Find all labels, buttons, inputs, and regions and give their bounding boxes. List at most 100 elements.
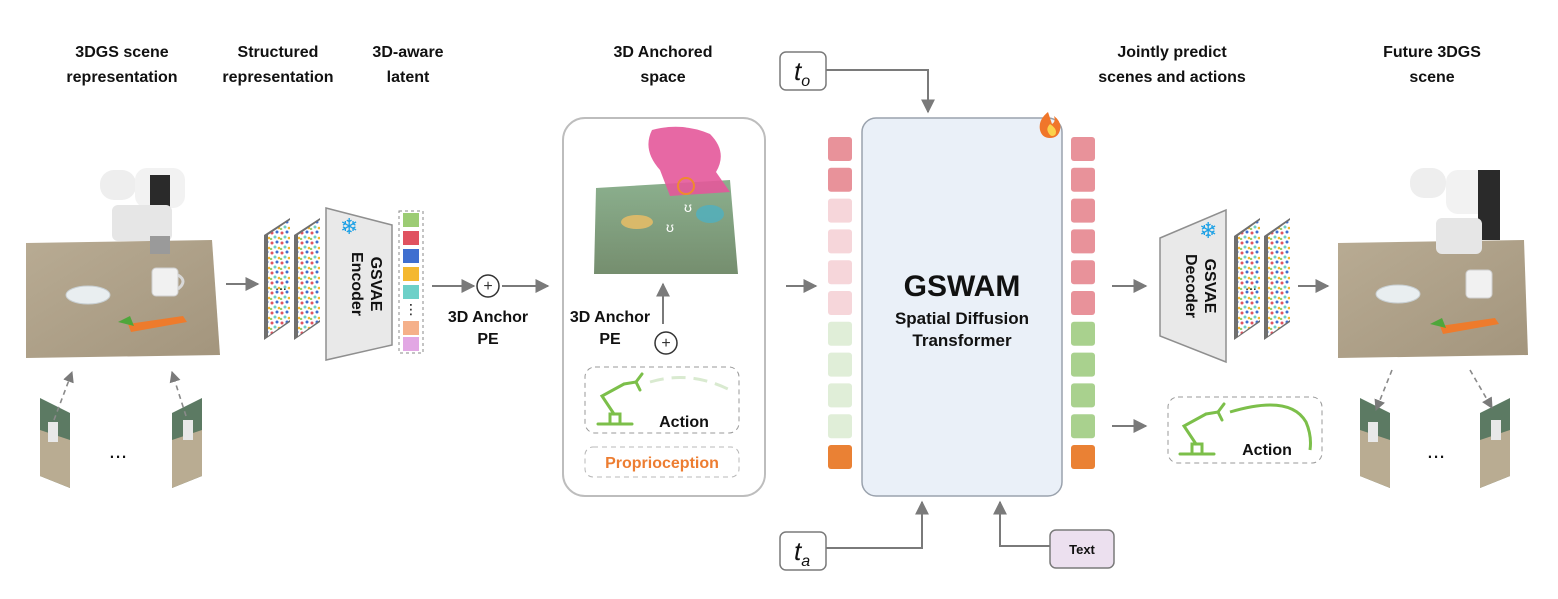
sequence-token bbox=[828, 137, 852, 161]
text-condition-label: Text bbox=[1069, 542, 1095, 557]
svg-text:3D Anchor: 3D Anchor bbox=[448, 309, 528, 326]
header-3d-aware-latent: 3D-aware latent bbox=[372, 44, 443, 86]
view-arrow-right bbox=[169, 370, 187, 417]
input-token-column bbox=[828, 137, 852, 469]
sequence-token bbox=[1071, 167, 1095, 192]
sequence-token bbox=[828, 383, 852, 408]
t-a-label: ta bbox=[794, 536, 810, 570]
future-view-thumbnail-left bbox=[1360, 398, 1390, 488]
svg-text:scene: scene bbox=[1409, 69, 1454, 86]
sequence-token bbox=[1071, 414, 1095, 439]
svg-text:representation: representation bbox=[222, 69, 333, 86]
svg-text:ʊ: ʊ bbox=[666, 219, 674, 235]
svg-text:...: ... bbox=[1245, 277, 1257, 293]
header-future-3dgs-scene: Future 3DGS scene bbox=[1383, 44, 1481, 86]
sequence-token bbox=[828, 352, 852, 377]
sequence-token bbox=[828, 198, 852, 223]
sequence-token bbox=[828, 445, 852, 469]
robot-arm-icon-input bbox=[596, 372, 644, 426]
sequence-token bbox=[1071, 352, 1095, 377]
latent-token bbox=[403, 231, 419, 245]
svg-text:PE: PE bbox=[599, 331, 621, 348]
latent-token bbox=[403, 213, 419, 227]
arrow-text-to-model bbox=[993, 500, 1050, 547]
future-view-arrow-right bbox=[1469, 369, 1493, 409]
sequence-token bbox=[1071, 445, 1095, 469]
plus-circle-left bbox=[476, 274, 500, 298]
anchored-point-cloud: ʊ ʊ bbox=[594, 126, 738, 274]
structured-representation-planes: ... bbox=[264, 218, 320, 340]
input-view-thumbnail-right bbox=[172, 398, 202, 488]
action-trajectory-output bbox=[1229, 403, 1312, 451]
svg-text:GSVAE: GSVAE bbox=[367, 257, 384, 312]
svg-text:PE: PE bbox=[477, 331, 499, 348]
svg-text:space: space bbox=[640, 69, 685, 86]
text-condition-box bbox=[1049, 529, 1115, 569]
anchor-pe-label-mid: 3D Anchor PE bbox=[570, 309, 650, 348]
svg-text:+: + bbox=[483, 278, 492, 295]
robot-arm-icon-output bbox=[1178, 402, 1226, 456]
header-jointly-predict: Jointly predict scenes and actions bbox=[1098, 44, 1246, 86]
plus-circle-mid bbox=[654, 331, 678, 355]
svg-text:...: ... bbox=[275, 277, 287, 293]
fire-icon bbox=[1039, 112, 1061, 138]
sequence-token bbox=[828, 167, 852, 192]
svg-text:Future 3DGS: Future 3DGS bbox=[1383, 44, 1481, 61]
decoded-representation-planes: ... bbox=[1234, 218, 1290, 340]
svg-text:latent: latent bbox=[387, 69, 430, 86]
future-view-arrow-left bbox=[1374, 369, 1393, 412]
model-subtitle-1: Spatial Diffusion bbox=[895, 309, 1029, 328]
svg-text:3D-aware: 3D-aware bbox=[372, 44, 443, 61]
sequence-token bbox=[828, 260, 852, 285]
svg-text:GSVAE: GSVAE bbox=[1201, 259, 1218, 314]
sequence-token bbox=[1071, 229, 1095, 254]
input-view-thumbnail-left bbox=[40, 398, 70, 488]
header-3d-anchored-space: 3D Anchored space bbox=[614, 44, 713, 86]
sequence-token bbox=[1071, 260, 1095, 285]
latent-token-column: ⋮ bbox=[398, 210, 424, 354]
svg-text:3D Anchored: 3D Anchored bbox=[614, 44, 713, 61]
latent-token bbox=[403, 321, 419, 335]
header-structured-representation: Structured representation bbox=[222, 44, 333, 86]
sequence-token bbox=[828, 291, 852, 315]
svg-text:Decoder: Decoder bbox=[1182, 254, 1199, 318]
sequence-token bbox=[1071, 198, 1095, 223]
future-scene-image bbox=[1338, 168, 1528, 358]
svg-text:Jointly predict: Jointly predict bbox=[1117, 44, 1227, 61]
latent-token bbox=[403, 249, 419, 263]
svg-text:3D Anchor: 3D Anchor bbox=[570, 309, 650, 326]
future-views-ellipsis: ... bbox=[1427, 438, 1445, 463]
svg-text:Structured: Structured bbox=[238, 44, 319, 61]
snowflake-icon-decoder: ❄ bbox=[1199, 218, 1217, 243]
sequence-token bbox=[1071, 321, 1095, 346]
sequence-token bbox=[828, 414, 852, 439]
arrow-t-a-to-model bbox=[826, 500, 929, 549]
input-views-ellipsis: ... bbox=[109, 438, 127, 463]
action-trajectory-input bbox=[649, 376, 731, 392]
latent-token bbox=[403, 267, 419, 281]
t-a-box bbox=[779, 531, 827, 571]
svg-text:3DGS scene: 3DGS scene bbox=[75, 44, 168, 61]
arrow-t-o-to-model bbox=[826, 69, 935, 114]
output-token-column bbox=[1071, 137, 1095, 469]
sequence-token bbox=[1071, 137, 1095, 161]
latent-token bbox=[403, 337, 419, 351]
svg-text:Encoder: Encoder bbox=[348, 252, 365, 316]
proprioception-box bbox=[584, 446, 740, 478]
snowflake-icon-encoder: ❄ bbox=[340, 214, 358, 239]
sequence-token bbox=[828, 229, 852, 254]
action-label-input: Action bbox=[659, 414, 709, 431]
proprioception-label: Proprioception bbox=[605, 455, 719, 472]
svg-text:+: + bbox=[661, 335, 670, 352]
sequence-token bbox=[828, 321, 852, 346]
anchor-pe-label-left: 3D Anchor PE bbox=[448, 309, 528, 348]
svg-text:ʊ: ʊ bbox=[684, 199, 692, 215]
action-label-output: Action bbox=[1242, 442, 1292, 459]
model-subtitle-2: Transformer bbox=[912, 331, 1012, 350]
latent-token bbox=[403, 285, 419, 299]
t-o-label: to bbox=[794, 56, 810, 90]
gsvae-encoder: GSVAE Encoder bbox=[325, 207, 393, 361]
input-scene-image bbox=[26, 168, 220, 358]
header-scene-representation: 3DGS scene representation bbox=[66, 44, 177, 86]
sequence-token bbox=[1071, 291, 1095, 315]
